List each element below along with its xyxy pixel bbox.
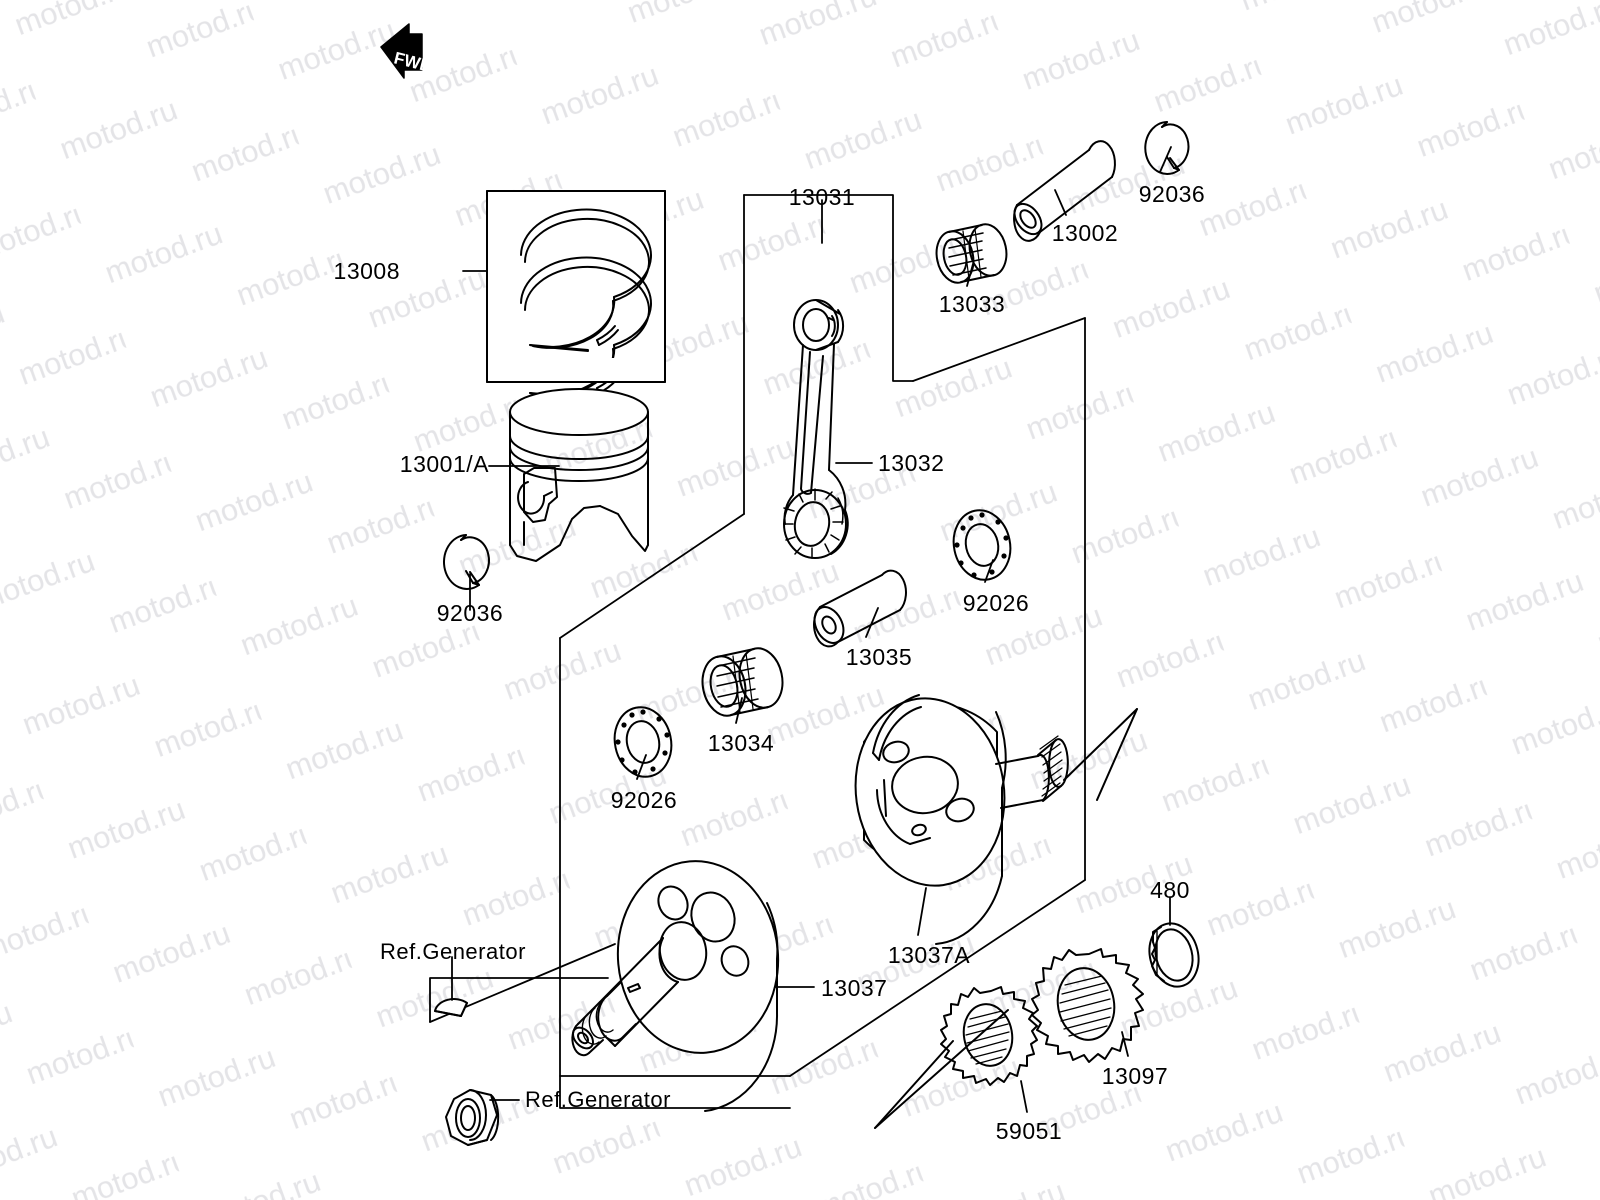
assembly-arrow-upper-right (1063, 708, 1138, 801)
snap-ring-right (1144, 121, 1190, 175)
callout-ref-generator-nut[interactable]: Ref.Generator (525, 1087, 671, 1112)
callout-13031[interactable]: 13031 (788, 184, 856, 210)
circlip-480 (1148, 922, 1200, 988)
big-end-needle-bearing (701, 647, 784, 717)
callout-92036-right[interactable]: 92036 (1138, 181, 1206, 207)
callout-13032[interactable]: 13032 (878, 450, 945, 476)
crankshaft-web-left (571, 860, 780, 1112)
small-end-needle-bearing (935, 223, 1008, 284)
piston-ring-box (486, 190, 666, 400)
generator-nut (445, 1089, 500, 1146)
callout-13037A[interactable]: 13037A (887, 942, 971, 968)
callout-480[interactable]: 480 (1150, 877, 1190, 903)
crank-pin (813, 569, 907, 648)
callout-13035[interactable]: 13035 (845, 644, 913, 670)
assembly-arrow-lower-left (874, 1009, 1009, 1129)
callout-13037[interactable]: 13037 (821, 975, 888, 1001)
thrust-washer-lower (613, 706, 673, 778)
callout-13002[interactable]: 13002 (1051, 220, 1119, 246)
crankshaft-web-right (854, 694, 1069, 945)
fwd-arrow-icon: FWD (380, 23, 434, 79)
piston (509, 388, 649, 562)
callout-92036-left[interactable]: 92036 (436, 600, 504, 626)
svg-text:FWD: FWD (392, 48, 434, 76)
callout-13097[interactable]: 13097 (1101, 1063, 1169, 1089)
snap-ring-left (443, 534, 490, 590)
gear-teeth-59051 (940, 986, 1038, 1086)
thrust-washer-upper (952, 509, 1012, 581)
callout-92026-upper[interactable]: 92026 (962, 590, 1030, 616)
callout-ref-generator-key[interactable]: Ref.Generator (380, 939, 526, 964)
callout-13008[interactable]: 13008 (333, 258, 400, 284)
callout-13033[interactable]: 13033 (938, 291, 1006, 317)
callout-13034[interactable]: 13034 (707, 730, 775, 756)
connecting-rod (783, 299, 849, 559)
woodruff-key (434, 998, 468, 1017)
callout-13001A[interactable]: 13001/A (399, 451, 489, 477)
crankshaft-gear (1031, 948, 1144, 1063)
callout-92026-lower[interactable]: 92026 (610, 787, 678, 813)
callout-59051[interactable]: 59051 (995, 1118, 1063, 1144)
oil-pump-drive-gear (940, 986, 1038, 1086)
